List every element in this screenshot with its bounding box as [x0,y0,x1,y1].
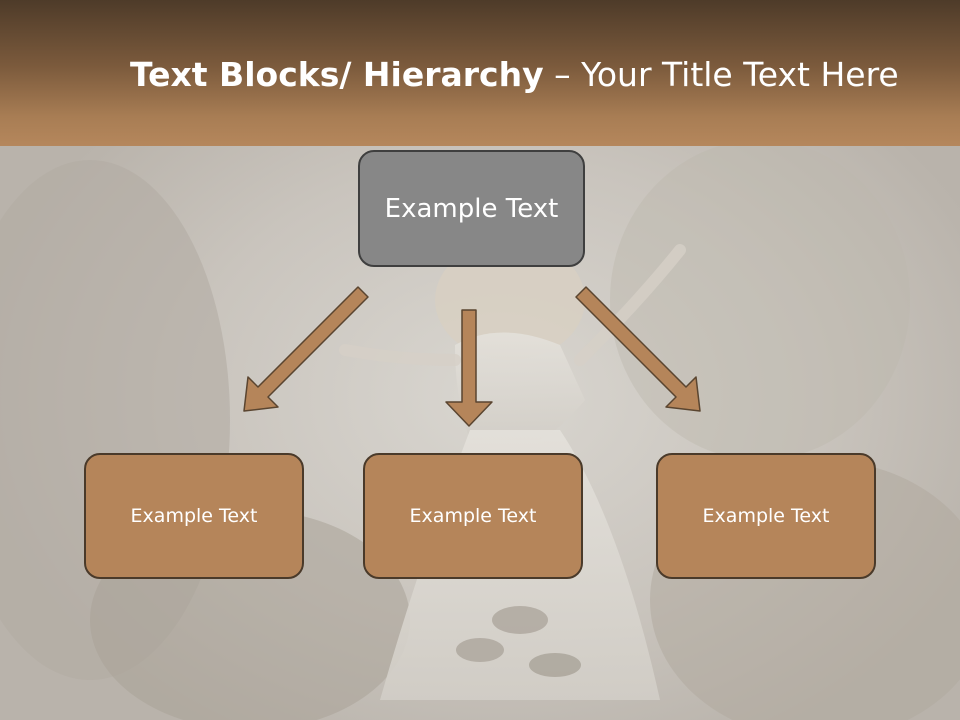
title-dash: – [543,55,582,94]
child-node-2[interactable]: Example Text [363,453,583,579]
top-node[interactable]: Example Text [358,150,585,267]
child-node-1[interactable]: Example Text [84,453,304,579]
top-node-label: Example Text [384,193,559,224]
title-bar: Text Blocks/ Hierarchy – Your Title Text… [0,0,960,146]
title-rest-part: Your Title Text Here [581,55,899,94]
child-node-label: Example Text [130,505,258,527]
child-node-label: Example Text [409,505,537,527]
slide-title: Text Blocks/ Hierarchy – Your Title Text… [130,52,930,98]
child-node-label: Example Text [702,505,830,527]
title-bold-part: Text Blocks/ Hierarchy [130,55,544,94]
child-node-3[interactable]: Example Text [656,453,876,579]
